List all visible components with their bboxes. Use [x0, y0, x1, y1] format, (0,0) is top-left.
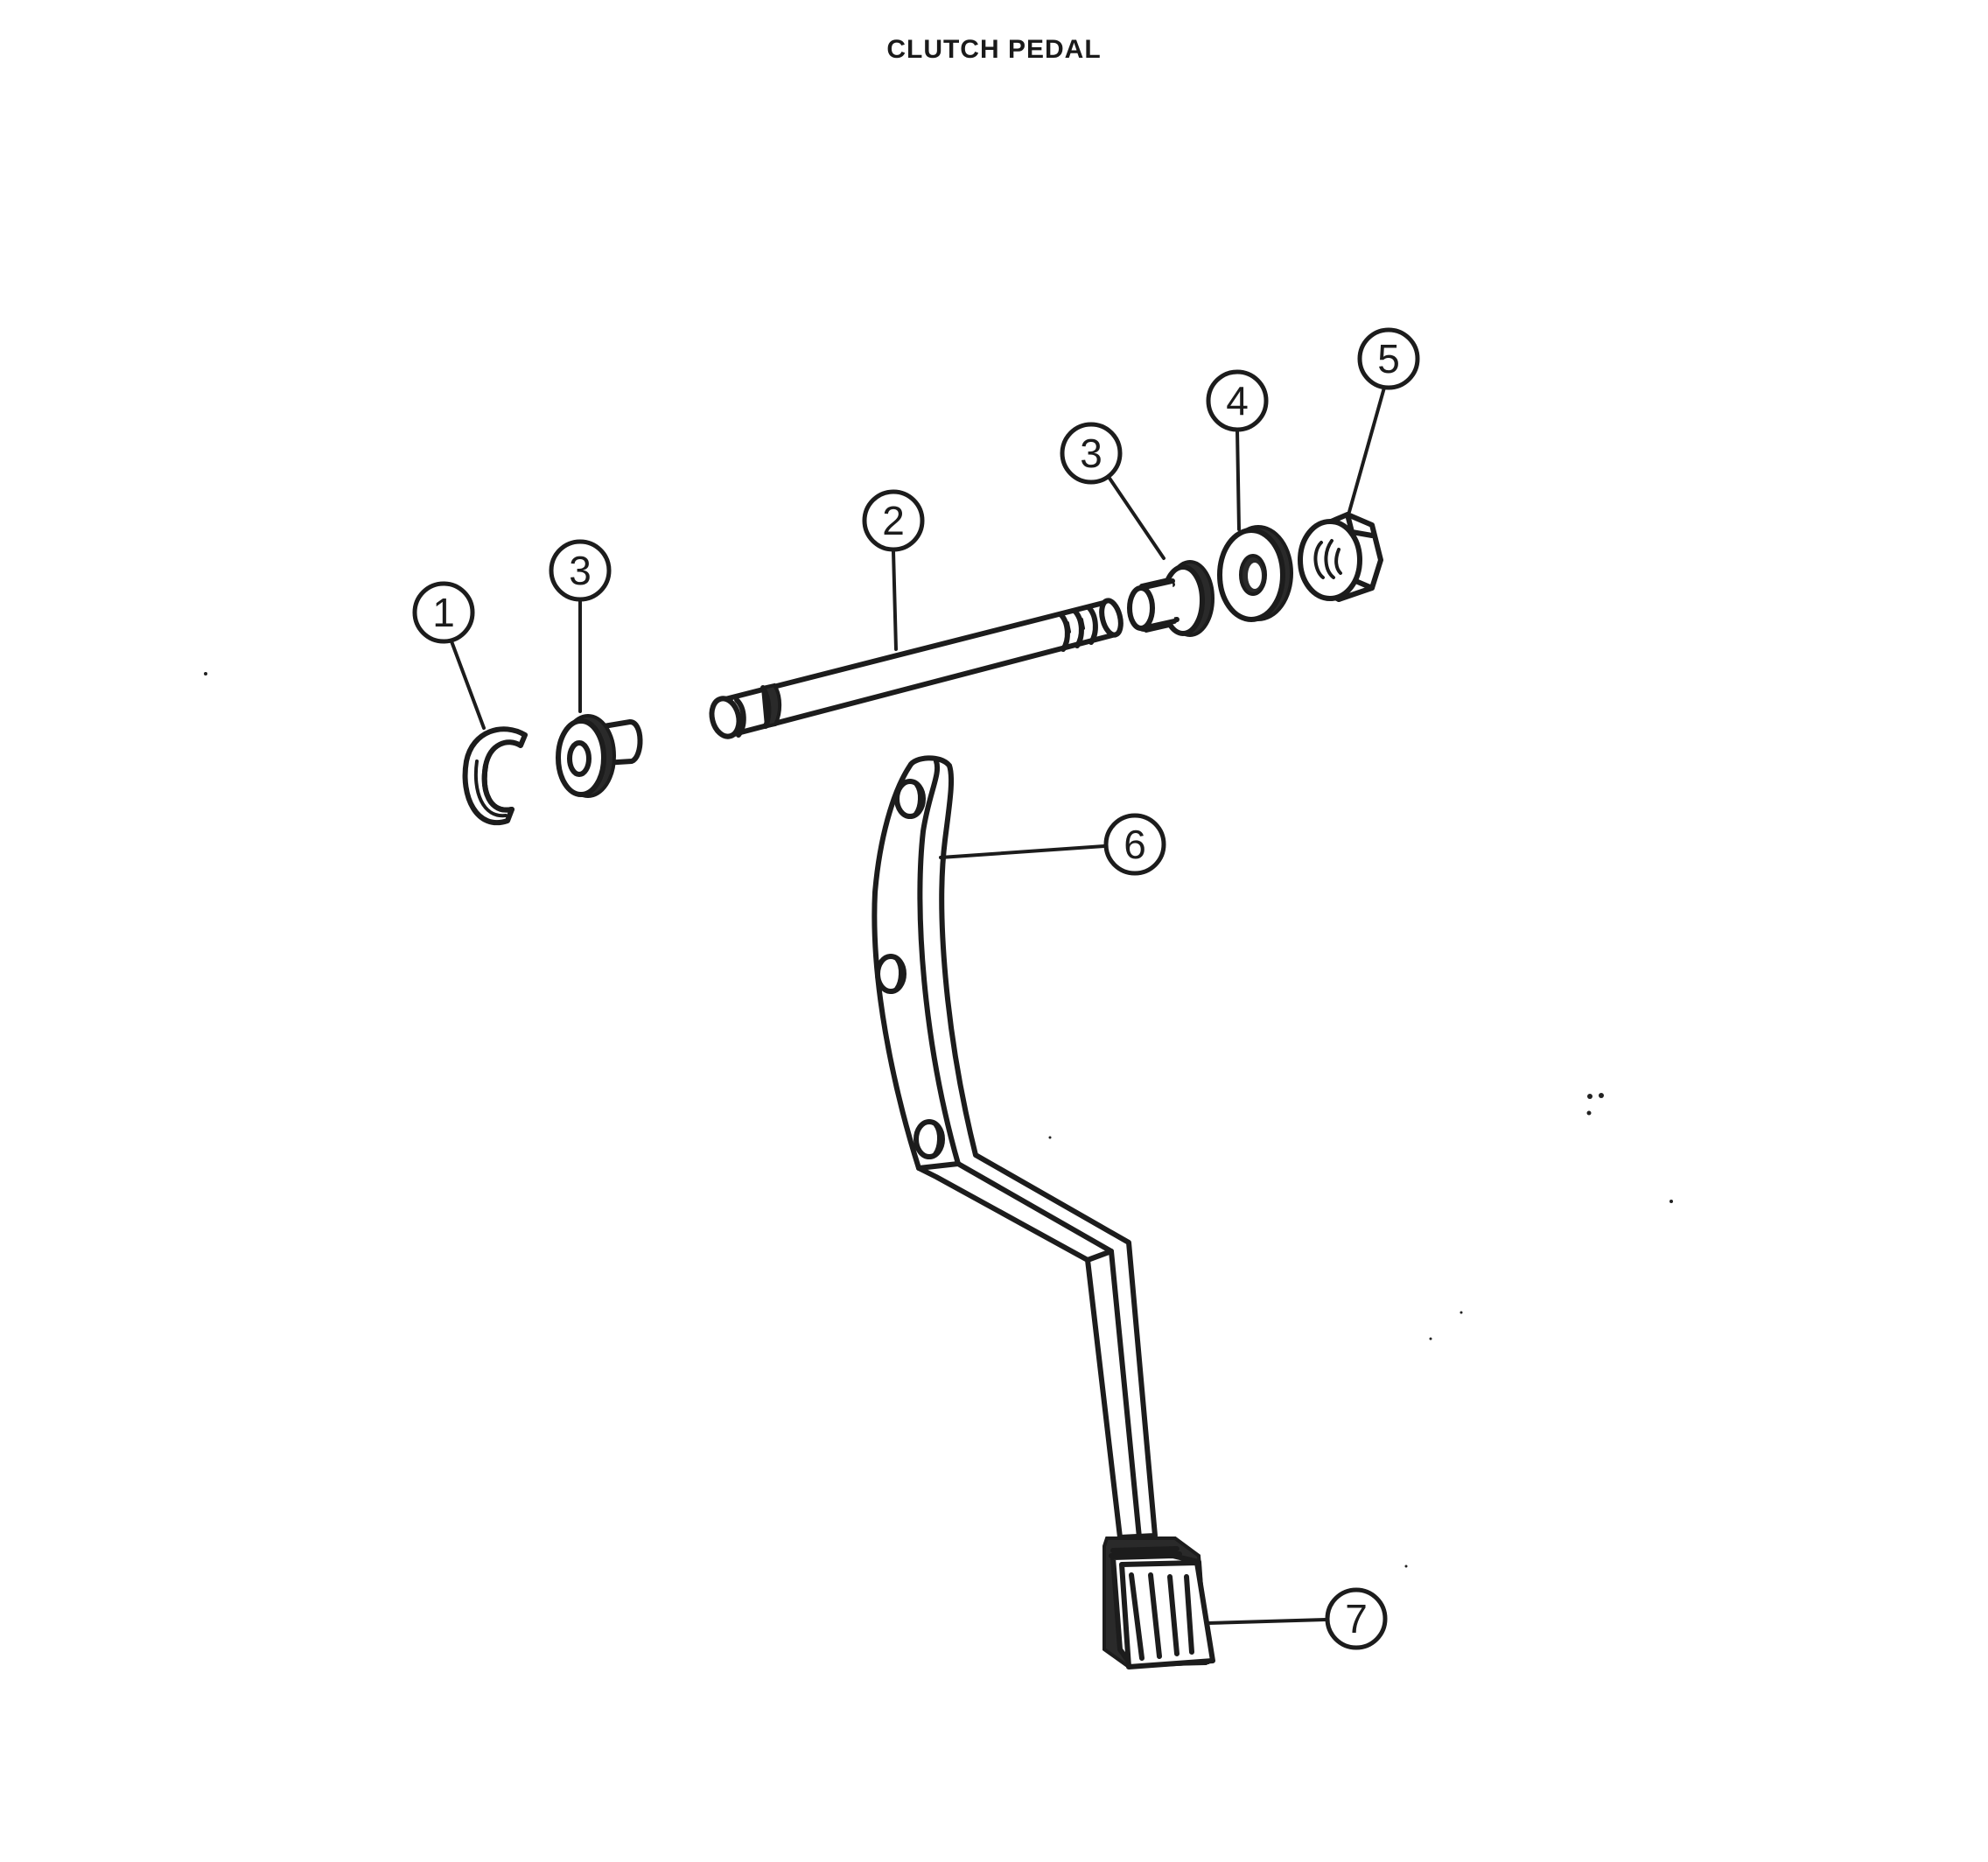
callout-5: 5	[1357, 327, 1420, 390]
callout-1: 1	[412, 581, 475, 644]
leader-2	[892, 550, 898, 651]
callout-number: 1	[432, 590, 455, 635]
leader-5	[1348, 386, 1386, 514]
callout-6: 6	[1103, 813, 1166, 876]
leader-6	[939, 844, 1106, 859]
c-clip-part	[462, 726, 528, 825]
pedal-arm-part	[872, 755, 1158, 1540]
callout-circle	[862, 489, 925, 552]
washer-part	[1217, 525, 1293, 622]
callout-number: 6	[1124, 822, 1146, 867]
nut-part	[1298, 512, 1383, 602]
callout-number: 2	[882, 498, 905, 543]
callout-number: 7	[1345, 1596, 1368, 1642]
bushing-right-part	[1127, 560, 1214, 637]
callout-circle	[1103, 813, 1166, 876]
callout-circle	[1357, 327, 1420, 390]
leader-7	[1206, 1618, 1327, 1625]
callout-circle	[412, 581, 475, 644]
leader-3-right	[1107, 475, 1166, 560]
callout-3-left: 3	[549, 539, 612, 602]
callout-4: 4	[1206, 369, 1269, 432]
pedal-shaft-part	[709, 598, 1124, 739]
bushing-left-part	[556, 714, 643, 798]
callout-number: 3	[569, 548, 592, 593]
callout-circle	[549, 539, 612, 602]
leader-4	[1236, 428, 1241, 531]
callout-3-right: 3	[1060, 422, 1123, 485]
callout-circle	[1060, 422, 1123, 485]
pedal-pad-part	[1102, 1536, 1215, 1670]
callout-number: 3	[1080, 430, 1102, 476]
leader-1	[450, 640, 486, 730]
callout-7: 7	[1325, 1587, 1388, 1650]
callout-circle	[1325, 1587, 1388, 1650]
diagram-title: CLUTCH PEDAL	[886, 35, 1102, 64]
leader-lines	[450, 386, 1386, 1625]
callout-2: 2	[862, 489, 925, 552]
callout-number: 4	[1226, 378, 1249, 424]
callout-circle	[1206, 369, 1269, 432]
callout-number: 5	[1377, 336, 1400, 382]
scan-specks	[204, 672, 1673, 1568]
